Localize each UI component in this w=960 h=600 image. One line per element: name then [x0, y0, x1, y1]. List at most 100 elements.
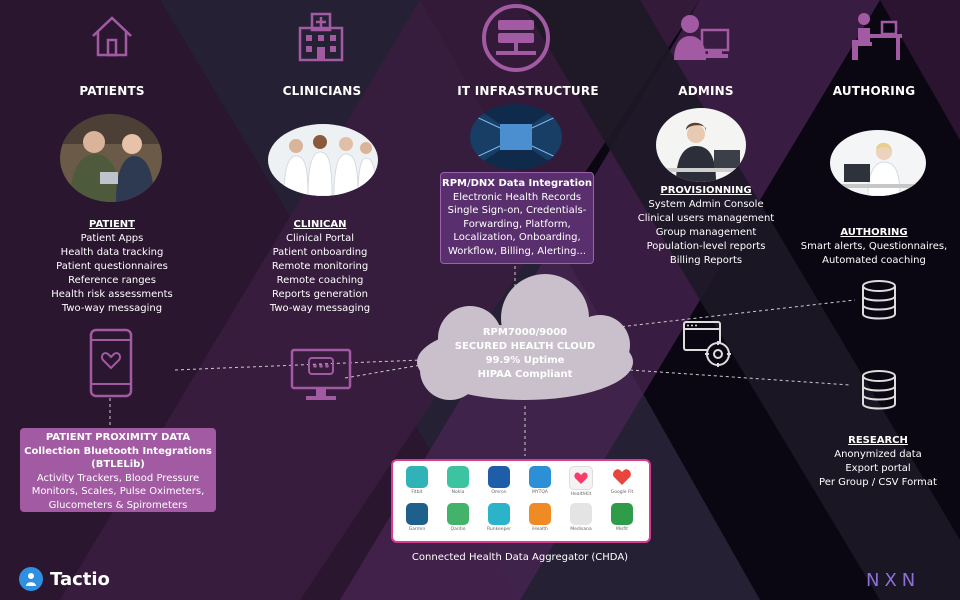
- app-tile-googlefit: Google Fit: [602, 466, 642, 496]
- heading-authoring: AUTHORING: [832, 84, 916, 98]
- app-label: Misfit: [615, 527, 629, 532]
- app-tile-nokia: Nokia: [438, 466, 478, 496]
- provisioning-features: PROVISIONNING System Admin Console Clini…: [606, 184, 806, 268]
- misfit-logo-icon: [611, 503, 633, 525]
- integration-line: Electronic Health Records: [452, 191, 582, 203]
- authoring-title: AUTHORING: [840, 227, 908, 238]
- tactio-logo: Tactio: [18, 566, 110, 592]
- connector-patient: [174, 359, 421, 371]
- app-label: Omron: [491, 490, 507, 495]
- clinician-item: Patient onboarding: [272, 247, 368, 258]
- ihealth-logo-icon: [529, 503, 551, 525]
- research-item: Per Group / CSV Format: [819, 477, 937, 488]
- app-label: Runkeeper: [486, 527, 512, 532]
- heading-clinicians: CLINICIANS: [282, 84, 362, 98]
- runkeeper-logo-icon: [488, 503, 510, 525]
- proximity-line: Monitors, Scales, Pulse Oximeters,: [31, 486, 205, 497]
- clinician-item: Two-way messaging: [269, 303, 371, 314]
- provisioning-title: PROVISIONNING: [660, 185, 752, 196]
- app-label: Garmin: [408, 527, 426, 532]
- clinicians-photo: [268, 124, 378, 196]
- patient-title: PATIENT: [89, 219, 135, 230]
- proximity-subtitle: (BTLELib): [91, 459, 145, 470]
- app-tile-medisana: Medisana: [561, 503, 601, 533]
- cloud-line: SECURED HEALTH CLOUD: [454, 341, 596, 352]
- cloud-line: HIPAA Compliant: [477, 369, 573, 380]
- provisioning-item: Billing Reports: [669, 255, 743, 266]
- tactio-logo-icon: [19, 567, 43, 591]
- app-label: HealthKit: [570, 492, 592, 497]
- app-tile-ihealth: iHealth: [520, 503, 560, 533]
- provisioning-item: Group management: [655, 227, 757, 238]
- app-label: Qardio: [450, 527, 466, 532]
- integration-line: Localization, Onboarding,: [453, 232, 581, 243]
- research-item: Anonymized data: [834, 449, 922, 460]
- app-label: Fitbit: [411, 490, 423, 495]
- app-tile-mytqa: MYTQA: [520, 466, 560, 496]
- provisioning-item: Population-level reports: [646, 241, 766, 252]
- qardio-logo-icon: [447, 503, 469, 525]
- proximity-title: PATIENT PROXIMITY DATA: [45, 432, 191, 443]
- partner-logo: NXN: [866, 570, 921, 591]
- phone-heart-icon: [89, 328, 133, 398]
- clinician-title: CLINICAN: [293, 219, 347, 230]
- patient-item: Patient questionnaires: [56, 261, 168, 272]
- app-label: MYTQA: [531, 490, 548, 495]
- app-tile-misfit: Misfit: [602, 503, 642, 533]
- authoring-item: Automated coaching: [822, 255, 926, 266]
- app-integrations-panel: Fitbit Nokia Omron MYTQA HealthKit Googl…: [391, 459, 651, 543]
- app-tile-fitbit: Fitbit: [397, 466, 437, 496]
- proximity-line: Activity Trackers, Blood Pressure: [36, 472, 200, 484]
- datacenter-photo: [470, 104, 562, 170]
- patient-item: Health risk assessments: [51, 289, 173, 300]
- cloud-label: RPM7000/9000 SECURED HEALTH CLOUD 99.9% …: [440, 326, 610, 382]
- monitor-chat-icon: [290, 348, 352, 400]
- patient-item: Patient Apps: [80, 233, 144, 244]
- app-tile-healthkit: HealthKit: [561, 466, 601, 498]
- proximity-line: Glucometers & Spirometers: [48, 499, 188, 511]
- fitbit-logo-icon: [406, 466, 428, 488]
- healthkit-logo-icon: [569, 466, 593, 490]
- integration-line: Forwarding, Platform,: [463, 218, 571, 230]
- googlefit-logo-icon: [611, 466, 633, 488]
- patient-item: Health data tracking: [60, 247, 164, 258]
- server-icon: [482, 4, 550, 72]
- authoring-item: Smart alerts, Questionnaires,: [800, 241, 948, 252]
- clinician-item: Remote coaching: [276, 275, 364, 286]
- proximity-subtitle: Collection Bluetooth Integrations: [24, 445, 212, 457]
- app-label: Medisana: [570, 527, 592, 532]
- integration-line: Workflow, Billing, Alerting...: [447, 245, 587, 257]
- patient-item: Two-way messaging: [61, 303, 163, 314]
- integration-title: RPM/DNX Data Integration: [442, 178, 592, 189]
- heading-admins: ADMINS: [678, 84, 734, 98]
- database-icon: [862, 370, 896, 410]
- app-tile-garmin: Garmin: [397, 503, 437, 533]
- research-title: RESEARCH: [848, 435, 908, 446]
- omron-logo-icon: [488, 466, 510, 488]
- clinician-features: CLINICAN Clinical Portal Patient onboard…: [220, 218, 420, 316]
- research-features: RESEARCH Anonymized data Export portal P…: [778, 434, 960, 490]
- app-label: Google Fit: [610, 490, 634, 495]
- app-tile-omron: Omron: [479, 466, 519, 496]
- app-label: Nokia: [451, 490, 465, 495]
- authoring-features: AUTHORING Smart alerts, Questionnaires, …: [774, 226, 960, 268]
- app-tile-runkeeper: Runkeeper: [479, 503, 519, 533]
- proximity-box: PATIENT PROXIMITY DATA Collection Blueto…: [20, 428, 216, 512]
- clinician-item: Clinical Portal: [286, 233, 354, 244]
- cloud-line: 99.9% Uptime: [485, 355, 565, 366]
- admin-computer-icon: [674, 15, 730, 60]
- house-icon: [92, 16, 132, 57]
- cloud-line: RPM7000/9000: [482, 327, 568, 338]
- admin-photo: [656, 108, 746, 182]
- integration-box: RPM/DNX Data Integration Electronic Heal…: [440, 172, 594, 264]
- database-icon: [862, 280, 896, 320]
- clinician-item: Remote monitoring: [271, 261, 369, 272]
- cloud-shape: [417, 274, 633, 400]
- desk-worker-icon: [852, 13, 902, 60]
- integration-line: Single Sign-on, Credentials-: [447, 205, 587, 216]
- garmin-logo-icon: [406, 503, 428, 525]
- provisioning-item: Clinical users management: [637, 213, 775, 224]
- connector-authoring: [609, 299, 856, 329]
